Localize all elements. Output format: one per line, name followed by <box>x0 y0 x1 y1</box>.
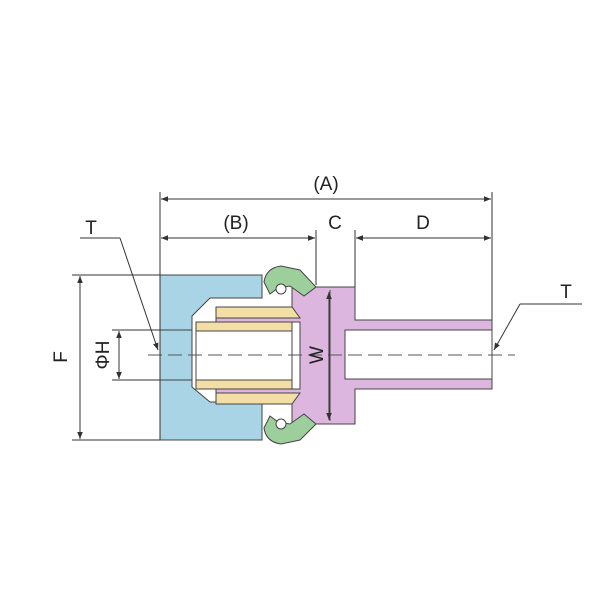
dimension-c-label: C <box>328 213 342 234</box>
dimension-b-label: (B) <box>223 213 248 234</box>
insert-bottom-wedge <box>215 392 301 405</box>
dimension-f-label: F <box>51 351 72 363</box>
t-left-label: T <box>85 218 97 239</box>
leader-t-left <box>119 237 159 351</box>
dimension-a-label: (A) <box>313 174 338 195</box>
seal-ring-bottom <box>263 413 317 445</box>
seal-ring-top <box>263 265 317 297</box>
seal-oring-top <box>275 283 287 295</box>
t-right-label: T <box>560 282 572 303</box>
leader-t-right <box>493 303 521 351</box>
dimension-d-label: D <box>416 213 430 234</box>
seal-oring-bottom <box>275 418 287 430</box>
dimension-phi-h-label: ΦH <box>93 341 114 370</box>
union-nut <box>159 274 263 441</box>
dimension-w-label: W <box>307 346 328 364</box>
insert-top-wedge <box>215 306 301 319</box>
